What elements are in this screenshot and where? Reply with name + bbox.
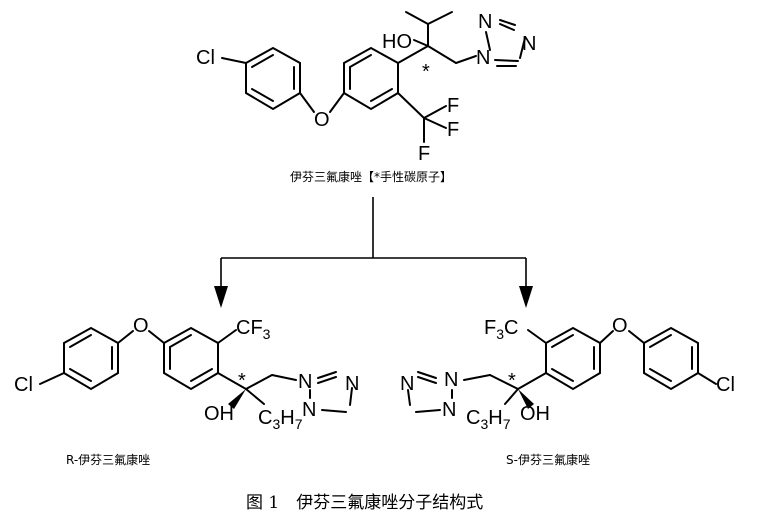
s-wedge-oh-bond bbox=[518, 389, 534, 409]
s-chlorine-atom: Cl bbox=[716, 374, 735, 396]
s-triazole-to-ch2-bond bbox=[463, 374, 491, 381]
r-ring-to-chiral-bond bbox=[217, 372, 247, 390]
s-ether-bond-right bbox=[628, 330, 645, 344]
r-central-ring bbox=[163, 326, 219, 391]
top-fluorine-atom-2: F bbox=[447, 119, 459, 141]
top-ether-bond-left bbox=[299, 92, 315, 113]
top-cf-bond-2 bbox=[423, 117, 447, 129]
top-molecule: Cl O F F F HO * bbox=[196, 11, 536, 184]
top-triazole-ring bbox=[485, 19, 526, 67]
r-hydroxyl-group: OH bbox=[204, 403, 234, 425]
s-cf3-group: F3C bbox=[484, 317, 518, 342]
top-chiral-to-ch2-bond bbox=[427, 45, 457, 64]
s-triazole-n2: N bbox=[442, 399, 456, 421]
r-triazole-n2: N bbox=[302, 399, 316, 421]
top-chlorine-atom: Cl bbox=[196, 47, 215, 69]
top-isopropyl-methyl-1 bbox=[405, 11, 429, 25]
r-cl-bond bbox=[39, 372, 65, 385]
r-chlorophenyl-ring bbox=[63, 326, 119, 391]
s-propyl-bond bbox=[504, 388, 519, 405]
r-ether-oxygen-atom: O bbox=[133, 315, 149, 337]
top-chlorophenyl-ring bbox=[245, 46, 301, 111]
top-triazole-n1: N bbox=[476, 47, 490, 69]
arrow-right-head bbox=[519, 286, 533, 308]
r-cf3-group: CF3 bbox=[236, 317, 271, 342]
top-triazole-n3: N bbox=[522, 33, 536, 55]
s-triazole-n1: N bbox=[444, 369, 458, 391]
branching-arrows bbox=[214, 197, 533, 308]
s-triazole-ring bbox=[407, 371, 453, 413]
top-ether-bond-right bbox=[329, 92, 345, 113]
figure-caption: 图 1 伊芬三氟康唑分子结构式 bbox=[246, 493, 483, 513]
top-chiral-star: * bbox=[422, 61, 430, 83]
s-triazole-n3: N bbox=[400, 373, 414, 395]
s-hydroxyl-group: OH bbox=[520, 403, 550, 425]
top-cf-bond-1 bbox=[423, 105, 447, 119]
r-molecule-label: R-伊芬三氟康唑 bbox=[66, 452, 150, 467]
s-molecule: N N N * OH C3H7 F3C O Cl S-伊芬三氟康唑 bbox=[400, 315, 735, 467]
top-triazole-n2: N bbox=[478, 11, 492, 33]
top-ring-to-chiral-bond bbox=[397, 45, 429, 64]
top-cl-bond bbox=[221, 57, 247, 64]
s-ether-bond-left bbox=[599, 330, 614, 344]
r-ether-bond-right bbox=[148, 330, 165, 344]
arrow-left-head bbox=[214, 286, 228, 308]
r-ch2-to-triazole-bond bbox=[271, 374, 297, 381]
s-chlorophenyl-ring bbox=[643, 326, 699, 391]
s-ether-oxygen-atom: O bbox=[612, 315, 628, 337]
r-molecule: Cl O CF3 * OH C3H7 N N N R-伊芬三氟康唑 bbox=[14, 315, 359, 467]
top-molecule-caption: 伊芬三氟康唑【*手性碳原子】 bbox=[290, 169, 452, 184]
s-cf3-bond bbox=[527, 329, 547, 344]
s-propyl-group: C3H7 bbox=[466, 407, 511, 432]
top-isopropyl-methyl-2 bbox=[427, 11, 453, 25]
r-triazole-ring bbox=[309, 371, 353, 413]
r-propyl-group: C3H7 bbox=[258, 407, 303, 432]
r-chiral-star: * bbox=[238, 370, 246, 392]
r-wedge-oh-bond bbox=[228, 389, 246, 409]
top-ch2-to-triazole-bond bbox=[455, 55, 477, 64]
top-fluorine-atom-1: F bbox=[447, 95, 459, 117]
r-chlorine-atom: Cl bbox=[14, 374, 33, 396]
r-propyl-bond bbox=[245, 388, 265, 405]
r-cf3-bond bbox=[217, 329, 237, 344]
s-molecule-label: S-伊芬三氟康唑 bbox=[506, 452, 590, 467]
s-central-ring bbox=[545, 326, 601, 391]
s-chiral-star: * bbox=[508, 370, 516, 392]
top-hydroxyl-group: HO bbox=[382, 31, 412, 53]
top-cf3-bond bbox=[397, 92, 425, 119]
r-chiral-to-ch2-bond bbox=[245, 374, 273, 390]
s-cl-bond bbox=[697, 372, 717, 385]
s-ch2-to-chiral-bond bbox=[489, 374, 519, 390]
top-central-ring bbox=[343, 46, 399, 111]
top-ho-bond bbox=[413, 39, 429, 47]
top-fluorine-atom-3: F bbox=[418, 143, 430, 165]
r-triazole-n1: N bbox=[298, 371, 312, 393]
r-triazole-n3: N bbox=[345, 373, 359, 395]
top-ether-oxygen-atom: O bbox=[314, 109, 330, 131]
s-chiral-to-ring-bond bbox=[517, 372, 547, 390]
r-ether-bond-left bbox=[117, 330, 134, 344]
